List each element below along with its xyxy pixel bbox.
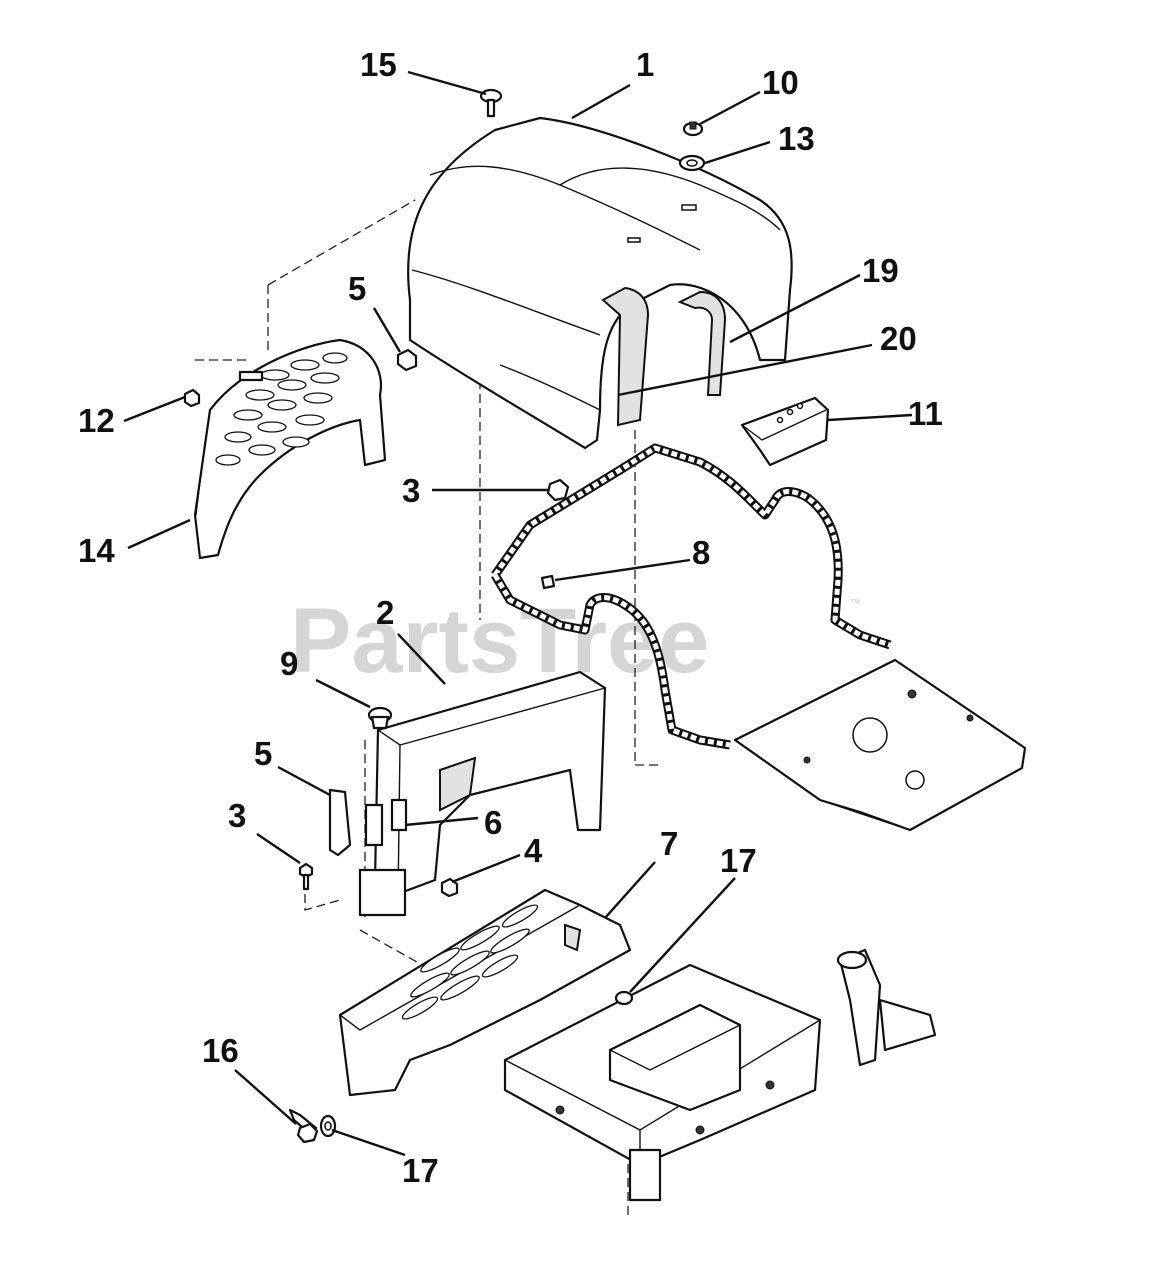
callout-labels: 15 1 10 13 19 20 5 12 11 3 14 8 2 9 5 6 …	[78, 46, 943, 1189]
part-4-nut	[440, 877, 459, 898]
callout-2: 2	[376, 594, 394, 631]
callout-13: 13	[778, 120, 815, 157]
callout-20: 20	[880, 320, 917, 357]
frame-tubing	[491, 443, 892, 750]
callout-15: 15	[360, 46, 397, 83]
callout-19: 19	[862, 252, 899, 289]
assembly-guide-lines	[195, 199, 660, 1215]
callout-6: 6	[484, 804, 502, 841]
part-17-nut	[614, 990, 634, 1006]
base-plate	[733, 658, 1027, 832]
callout-10: 10	[762, 64, 799, 101]
callout-3-lower: 3	[228, 797, 246, 834]
footrest-slots	[401, 904, 539, 1020]
part-10-bolt	[682, 121, 704, 137]
callout-14: 14	[78, 532, 115, 569]
part-1-hood	[407, 116, 793, 450]
part-11-bracket	[740, 396, 830, 467]
part-2-dash-panel	[358, 670, 607, 917]
callout-16: 16	[202, 1032, 239, 1069]
part-5-side-bracket	[328, 788, 384, 857]
part-16-bolt	[288, 1108, 319, 1144]
part-13-washer	[678, 154, 706, 172]
callout-1: 1	[636, 46, 654, 83]
callout-17: 17	[720, 842, 757, 879]
watermark-trademark: ™	[850, 598, 860, 609]
part-3-screw-lower	[298, 862, 314, 891]
callout-8: 9	[280, 645, 298, 682]
part-9-footrest	[338, 888, 632, 1097]
hardware	[183, 88, 706, 1144]
chassis-frame	[503, 948, 937, 1202]
part-14-grille	[193, 338, 387, 560]
leader-lines	[123, 70, 913, 1157]
watermark-text: PartsTree	[290, 590, 709, 692]
callout-5-lower: 5	[254, 735, 272, 772]
part-18-washer	[319, 1114, 337, 1138]
callout-18: 17	[402, 1152, 439, 1189]
callout-3-upper: 3	[402, 472, 420, 509]
part-7-screw	[540, 574, 556, 590]
callout-4: 4	[524, 832, 543, 869]
callout-5-upper: 5	[348, 270, 366, 307]
part-5-nut-upper	[396, 348, 418, 372]
grille-slots	[215, 352, 348, 466]
callout-12: 12	[78, 402, 115, 439]
part-3-screw-upper	[546, 478, 570, 502]
callout-9: 7	[660, 825, 678, 862]
callout-7: 8	[692, 534, 710, 571]
part-6-clip	[390, 798, 408, 832]
callout-11: 11	[908, 395, 943, 432]
part-12-nut	[183, 388, 201, 408]
part-8-knob	[367, 706, 393, 730]
